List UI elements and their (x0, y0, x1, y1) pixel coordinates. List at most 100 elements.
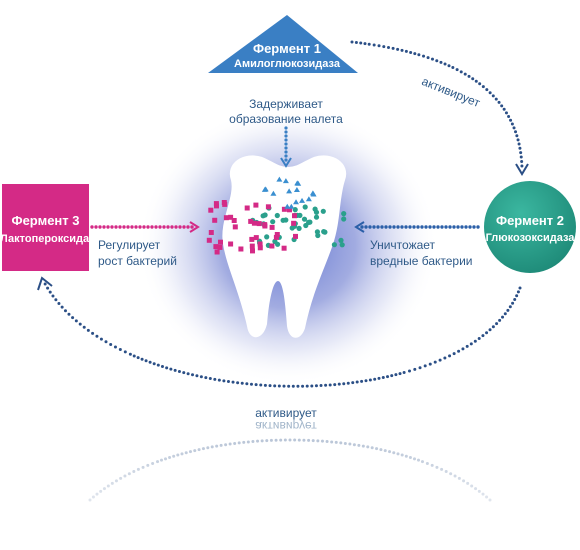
arc-dot (204, 376, 208, 380)
arrow-dot (452, 225, 456, 229)
arc-dot (160, 365, 164, 369)
magenta-molecule (244, 205, 250, 211)
arrow-dot (150, 225, 154, 229)
arc-dot (520, 164, 524, 168)
arrow-dot (460, 225, 464, 229)
arc-dot (78, 322, 82, 326)
magenta-molecule (257, 245, 263, 251)
magenta-molecule (213, 244, 219, 250)
arrow-dot (284, 130, 288, 134)
arc-dot (109, 342, 113, 346)
arc-dot (273, 384, 277, 388)
magenta-molecule (265, 204, 271, 210)
blue-molecule (270, 190, 277, 196)
arrow-dot (138, 225, 142, 229)
arc-dot (502, 107, 506, 111)
arrow-dot (142, 225, 146, 229)
arrow-dot (158, 225, 162, 229)
magenta-molecule (217, 244, 223, 250)
arc-dot (46, 286, 50, 290)
teal-molecule (280, 217, 286, 223)
arc-dot (305, 384, 309, 388)
arc-dot (113, 345, 117, 349)
arc-dot (518, 146, 522, 150)
arrow-dot (284, 158, 288, 162)
magenta-molecule (248, 218, 254, 224)
arrow-dot (174, 225, 178, 229)
teal-molecule (315, 232, 321, 239)
arrowhead-right-icon (189, 221, 200, 233)
teal-molecule (302, 204, 308, 210)
arrow-dot (392, 225, 396, 229)
enzyme-1-triangle (208, 15, 358, 73)
arc-dot (333, 383, 337, 387)
molecule-particles (206, 176, 347, 255)
magenta-molecule (281, 206, 287, 212)
teal-molecule (339, 242, 345, 248)
enzyme-3-subtitle: Лактопероксидаза (0, 233, 101, 245)
magenta-molecule (292, 213, 297, 219)
teal-molecule (301, 216, 308, 222)
arc-dot (74, 319, 78, 323)
arrowhead-down-icon (515, 163, 529, 176)
arc-dot (491, 94, 495, 98)
arc-dot (372, 43, 376, 47)
activation-cycle-arrows (37, 40, 529, 388)
arrow-dot (376, 225, 380, 229)
arrow-dot (444, 225, 448, 229)
arc-dot (377, 376, 381, 380)
arc-dot (301, 384, 305, 388)
arrow-dot (110, 225, 114, 229)
arc-dot (99, 337, 103, 341)
arc-dot (354, 41, 358, 45)
teal-molecule (313, 209, 320, 215)
arrow-dot (440, 225, 444, 229)
magenta-molecule (291, 220, 297, 226)
arrowhead-down-icon (280, 157, 292, 168)
arc-dot (57, 302, 61, 306)
arc-dot (148, 360, 152, 364)
arrow-dot (400, 225, 404, 229)
arc-dot (363, 42, 367, 46)
arrow-dot (170, 225, 174, 229)
arc-dot (282, 384, 286, 388)
magenta-molecule (208, 230, 214, 235)
arrow-dot (126, 225, 130, 229)
arrow-dot (162, 225, 166, 229)
arc-dot (373, 377, 377, 381)
magenta-molecule (253, 235, 259, 241)
teal-molecule (320, 208, 326, 214)
arc-dot (324, 383, 328, 387)
arc-dot (488, 91, 492, 95)
enzyme-2-circle (484, 181, 576, 273)
arrow-dot (118, 225, 122, 229)
arc-dot (516, 290, 520, 294)
arc-dot (60, 305, 64, 309)
arc-dot (515, 294, 519, 298)
arc-dot (71, 316, 75, 320)
arc-dot (152, 362, 156, 366)
magenta-molecule (251, 220, 257, 226)
arrow-dot (404, 225, 408, 229)
arc-dot (259, 383, 263, 387)
magenta-molecule (269, 224, 275, 230)
enzyme-1-effect-line-2: образование налета (229, 112, 343, 126)
arrowhead-left-icon (354, 221, 365, 233)
arc-dot (43, 282, 47, 286)
arc-dot (67, 312, 71, 316)
magenta-molecule (274, 232, 280, 237)
arc-dot (367, 42, 371, 46)
blue-molecule (284, 203, 291, 209)
arc-dot (132, 354, 136, 358)
arc-dot (507, 114, 511, 118)
blue-molecule (305, 196, 312, 202)
arc-dot (439, 60, 443, 64)
arc-dot (447, 64, 451, 68)
teal-molecule (264, 234, 270, 240)
arrow-dot (420, 225, 424, 229)
arc-dot (169, 367, 173, 371)
arc-dot (418, 366, 422, 370)
arc-dot (498, 318, 502, 322)
arc-dot (310, 384, 314, 388)
arrow-dot (364, 225, 368, 229)
